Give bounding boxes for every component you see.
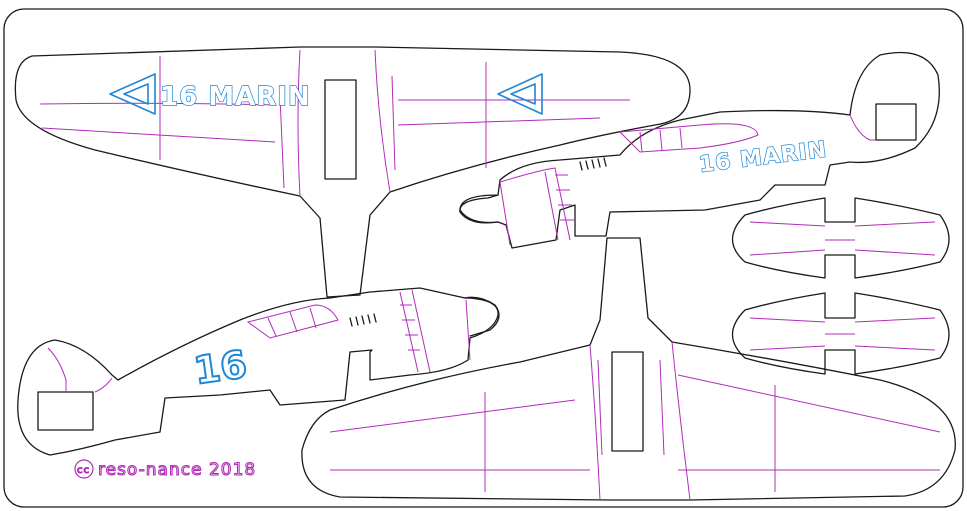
bottom-wing-outline (301, 237, 956, 501)
upper-fuselage-outline (459, 51, 940, 249)
bottom-wing-center-panel (611, 351, 644, 452)
sheet-border (3, 8, 964, 508)
lower-fuselage-part: 16 (17, 287, 500, 456)
credit-block: cc reso-nance 2018 (74, 459, 256, 481)
upper-fuselage-part: 16 MARIN (459, 51, 940, 249)
lower-exhaust-stubs (349, 313, 377, 327)
left-wing-roundel (109, 73, 156, 115)
top-wing-outline (14, 46, 691, 298)
top-wing-code-marking: 16 MARIN (160, 82, 311, 112)
upper-exhaust-stubs (579, 157, 607, 171)
top-wing-fold-lines (39, 49, 630, 197)
top-wing-part: 16 MARIN (14, 46, 691, 298)
bottom-wing-part (301, 237, 956, 501)
tailplane-upper-outline (731, 197, 950, 279)
tailplane-lower-outline (731, 292, 950, 375)
upper-engine-cowl (499, 167, 574, 246)
tailplane-lower-folds (749, 317, 936, 351)
lower-tail-panel (37, 391, 94, 431)
lower-engine-cowl (399, 289, 471, 373)
tailplane-lower-part (731, 292, 950, 375)
upper-spinner (459, 194, 499, 224)
upper-tail-fold (849, 114, 876, 141)
upper-tail-panel (875, 103, 917, 141)
cc-logo-icon (74, 459, 94, 479)
credit-text: reso-nance 2018 (98, 460, 256, 480)
cc-logo-letters: cc (77, 465, 90, 476)
top-wing-center-panel (324, 79, 357, 180)
right-wing-roundel (497, 73, 543, 115)
upper-canopy (618, 123, 759, 153)
fuselage-lower-code-marking: 16 (191, 342, 249, 393)
lower-canopy (246, 304, 339, 339)
lower-fuselage-outline (17, 287, 499, 456)
tailplane-upper-part (731, 197, 950, 279)
fuselage-upper-code-marking: 16 MARIN (698, 137, 829, 178)
bottom-wing-fold-lines (329, 341, 941, 501)
tailplane-upper-folds (749, 221, 936, 256)
lower-tail-fold (47, 347, 113, 393)
lower-spinner (464, 296, 500, 337)
